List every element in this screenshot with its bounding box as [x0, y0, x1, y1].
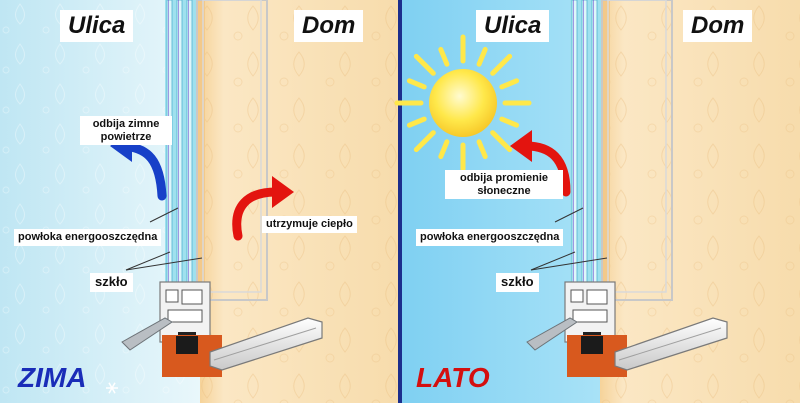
wall-jamb [600, 0, 610, 330]
snowflake-stroke [108, 382, 116, 394]
glass-pane [571, 0, 578, 291]
wall-jamb [195, 0, 205, 330]
sun-ray [490, 130, 513, 153]
glass-pane [581, 0, 588, 291]
reflected-sun-arrow [510, 130, 571, 197]
coating-label-winter: powłoka energooszczędna [14, 229, 162, 246]
sun-ray [490, 53, 513, 76]
arrow-inside-label-winter: utrzymuje ciepło [262, 216, 357, 233]
window-section-summer [526, 0, 728, 377]
warm-air-arrow-head [272, 176, 294, 208]
window-board-edge [618, 327, 722, 361]
glass-pane [186, 0, 193, 291]
outside-label-winter: Ulica [60, 10, 134, 42]
glass-pointer [530, 251, 576, 271]
sun-ray [499, 116, 520, 128]
glass-pointer [530, 257, 608, 271]
profile-chamber [165, 289, 179, 303]
sun-disc [429, 69, 497, 137]
season-label-winter: ZIMA [18, 362, 87, 393]
profile-chamber [570, 289, 584, 303]
wall-base-insert [581, 336, 603, 354]
arrow-outside-label-summer: odbija promienie słoneczne [445, 170, 563, 200]
warm-air-arrow [232, 176, 294, 241]
window-board-edge [213, 327, 317, 361]
profile-chamber [586, 289, 608, 305]
profile-chamber [181, 289, 203, 305]
reflected-sun-arrow-head [510, 130, 532, 162]
coating-label-summer: powłoka energooszczędna [416, 229, 564, 246]
outside-label-summer: Ulica [476, 10, 550, 42]
panel-divider [398, 0, 402, 403]
window-frame [196, 0, 268, 301]
sun-ray [406, 78, 427, 90]
sun-ray [413, 53, 436, 76]
season-label-summer: LATO [416, 362, 490, 393]
profile-chamber [572, 309, 608, 323]
coating-pointer [554, 207, 584, 223]
sun-ray [413, 130, 436, 153]
window-frame-inner [607, 0, 667, 293]
sun-ray [499, 78, 520, 90]
exterior-sill [121, 317, 173, 351]
snowflake-icon [106, 382, 118, 394]
glass-pane [176, 0, 183, 291]
glass-pointer [125, 251, 171, 271]
window-frame [601, 0, 673, 301]
glass-label-summer: szkło [496, 273, 539, 292]
sun-ray [476, 139, 488, 160]
sun-icon [394, 34, 532, 172]
coating-pointer [149, 207, 179, 223]
profile-chamber [167, 309, 203, 323]
glass-label-winter: szkło [90, 273, 133, 292]
reflected-sun-arrow-shaft [521, 141, 571, 197]
sun-ray [406, 116, 427, 128]
inside-label-winter: Dom [294, 10, 364, 42]
arrow-outside-label-winter: odbija zimne powietrze [80, 116, 172, 146]
inside-label-summer: Dom [683, 10, 753, 42]
sun-ray [476, 46, 488, 67]
wall-base-insert [176, 336, 198, 354]
glass-pane [591, 0, 598, 291]
sun-ray [438, 46, 450, 67]
warm-air-arrow-shaft [232, 187, 281, 241]
sun-ray [438, 139, 450, 160]
exterior-sill [526, 317, 578, 351]
window-frame-inner [202, 0, 262, 293]
glass-pointer [125, 257, 203, 271]
